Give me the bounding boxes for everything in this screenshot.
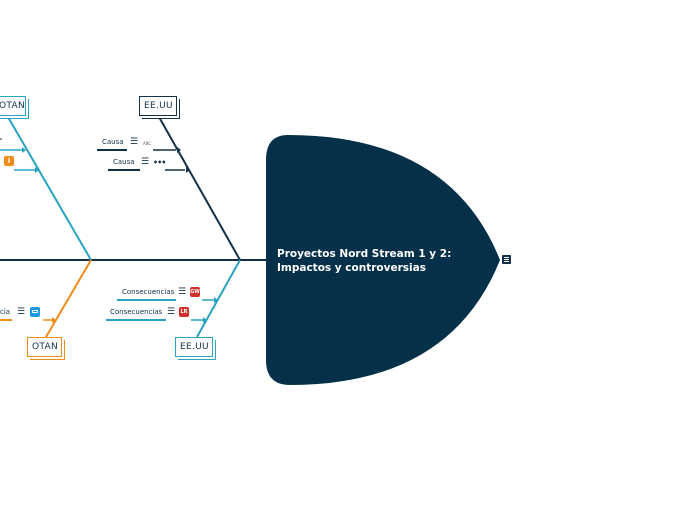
diagram-title[interactable]: Proyectos Nord Stream 1 y 2: Impactos y … (277, 248, 452, 274)
note-line-1 (504, 257, 509, 258)
orange-info-icon[interactable]: i (4, 156, 14, 166)
cause-2-badge: ••• (153, 158, 166, 167)
bone-bottom-left (45, 259, 92, 338)
top-left-arrowhead-2 (35, 167, 39, 173)
bone-label-eeuu-bottom[interactable]: EE.UU (175, 337, 213, 357)
bone-label-text: OTAN (0, 101, 25, 111)
consequence-2-label[interactable]: Consecuencias (110, 308, 163, 316)
bone-label-text: OTAN (32, 342, 58, 352)
bone-label-otan-bottom[interactable]: OTAN (27, 337, 62, 357)
note-line-2 (504, 259, 509, 260)
consequence-1-label[interactable]: Consecuencias (122, 288, 175, 296)
consequence-1-badge[interactable]: GW (190, 287, 200, 297)
fish-head[interactable] (266, 135, 500, 385)
cause-1-label[interactable]: Causa (102, 138, 124, 146)
bottom-left-arrowhead (52, 317, 56, 323)
blue-badge-icon[interactable] (30, 307, 40, 317)
consequence-2-arrowhead (203, 317, 207, 323)
bone-top-right (158, 116, 241, 261)
bone-bottom-right (196, 259, 241, 338)
bone-label-text: EE.UU (144, 101, 173, 111)
bone-label-eeuu-top[interactable]: EE.UU (139, 96, 177, 116)
consequence-2-note-icon[interactable]: ☰ (167, 307, 176, 317)
consequence-1-note-icon[interactable]: ☰ (178, 287, 187, 297)
bone-top-left (7, 116, 92, 261)
bone-label-otan-top[interactable]: OTAN (0, 96, 26, 116)
cause-1-arrowhead (177, 147, 181, 153)
top-left-arrowhead-1 (22, 147, 26, 153)
consequence-2-badge[interactable]: LR (179, 307, 189, 317)
cause-1-note-icon[interactable]: ☰ (130, 137, 139, 147)
bottom-left-item-label[interactable]: cia (0, 308, 11, 316)
note-line-3 (504, 261, 509, 262)
bone-label-text: EE.UU (180, 342, 209, 352)
consequence-1-arrowhead (214, 297, 218, 303)
head-note-icon[interactable] (501, 254, 512, 265)
cause-2-arrowhead (186, 167, 190, 173)
bottom-left-note-icon[interactable]: ☰ (17, 307, 26, 317)
blue-badge-glyph (32, 310, 38, 313)
cause-1-badge: ABC (143, 141, 152, 146)
cause-2-label[interactable]: Causa (113, 158, 135, 166)
cause-2-note-icon[interactable]: ☰ (141, 157, 150, 167)
